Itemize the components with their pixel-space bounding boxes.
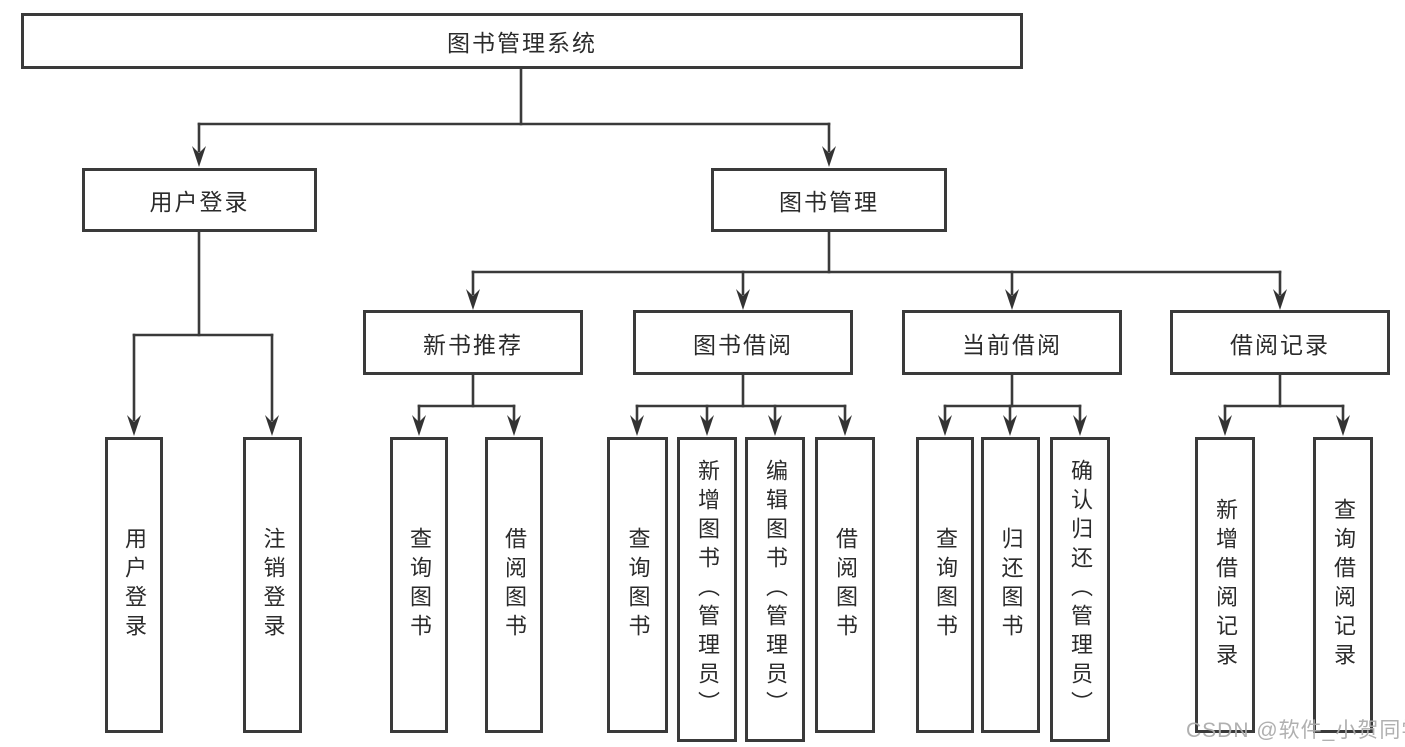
leaf-label: 用户登录 <box>122 527 147 643</box>
leaf-label: 借阅图书 <box>502 527 527 643</box>
arrowhead <box>466 289 480 310</box>
leaf-label: 查询图书 <box>625 527 651 643</box>
leaf-label: 新增借阅记录 <box>1213 498 1238 672</box>
arrowhead <box>412 415 426 436</box>
connector-currentborrow-to-leaves <box>938 373 1087 436</box>
leaf-confirm-return-admin: 确认归还（管理员） <box>1050 437 1110 742</box>
arrowhead <box>192 146 206 167</box>
leaf-label: 借阅图书 <box>833 527 858 643</box>
node-borrow-records: 借阅记录 <box>1170 310 1390 375</box>
leaf-edit-book-admin: 编辑图书（管理员） <box>745 437 805 742</box>
leaf-label: 查询借阅记录 <box>1331 498 1356 672</box>
node-book-borrow: 图书借阅 <box>633 310 853 375</box>
arrowhead <box>127 415 141 436</box>
leaf-label: 归还图书 <box>998 527 1024 643</box>
node-root-system: 图书管理系统 <box>21 13 1023 69</box>
connector-root-to-level2 <box>192 67 836 167</box>
connector-bookborrow-to-leaves <box>630 373 852 436</box>
arrowhead <box>1336 415 1350 436</box>
leaf-user-login: 用户登录 <box>105 437 163 733</box>
arrowhead <box>1005 289 1019 310</box>
arrowhead <box>1073 415 1087 436</box>
leaf-return-book: 归还图书 <box>981 437 1040 733</box>
csdn-watermark: CSDN @软件_小贺同学 <box>1186 719 1405 742</box>
arrowhead <box>768 415 782 436</box>
leaf-label: 确认归还（管理员） <box>1068 459 1093 720</box>
leaf-add-borrow-record: 新增借阅记录 <box>1195 437 1255 733</box>
arrowhead <box>822 146 836 167</box>
leaf-query-borrow-record: 查询借阅记录 <box>1313 437 1373 733</box>
leaf-label: 注销登录 <box>260 527 286 643</box>
leaf-query-books-2: 查询图书 <box>607 437 668 733</box>
arrowhead <box>507 415 521 436</box>
leaf-label: 查询图书 <box>933 527 958 643</box>
arrowhead <box>1218 415 1232 436</box>
leaf-query-books-1: 查询图书 <box>390 437 448 733</box>
arrowhead <box>736 289 750 310</box>
leaf-borrow-books-2: 借阅图书 <box>815 437 875 733</box>
leaf-label: 新增图书（管理员） <box>695 459 720 720</box>
arrowhead <box>1273 289 1287 310</box>
leaf-logout: 注销登录 <box>243 437 302 733</box>
connector-bookmgmt-to-level3 <box>466 230 1287 310</box>
arrowhead <box>938 415 952 436</box>
arrowhead <box>265 415 279 436</box>
leaf-label: 查询图书 <box>407 527 432 643</box>
leaf-query-books-3: 查询图书 <box>916 437 974 733</box>
leaf-borrow-books-1: 借阅图书 <box>485 437 543 733</box>
arrowhead <box>700 415 714 436</box>
connector-userlogin-to-leaves <box>127 230 279 436</box>
leaf-label: 编辑图书（管理员） <box>763 459 788 720</box>
connector-newbook-to-leaves <box>412 373 521 436</box>
arrowhead <box>630 415 644 436</box>
node-user-login-module: 用户登录 <box>82 168 317 232</box>
leaf-add-book-admin: 新增图书（管理员） <box>677 437 737 742</box>
node-book-management-module: 图书管理 <box>711 168 947 232</box>
node-current-borrow: 当前借阅 <box>902 310 1122 375</box>
arrowhead <box>838 415 852 436</box>
connector-borrowrecords-to-leaves <box>1218 373 1350 436</box>
node-new-book-recommend: 新书推荐 <box>363 310 583 375</box>
arrowhead <box>1003 415 1017 436</box>
